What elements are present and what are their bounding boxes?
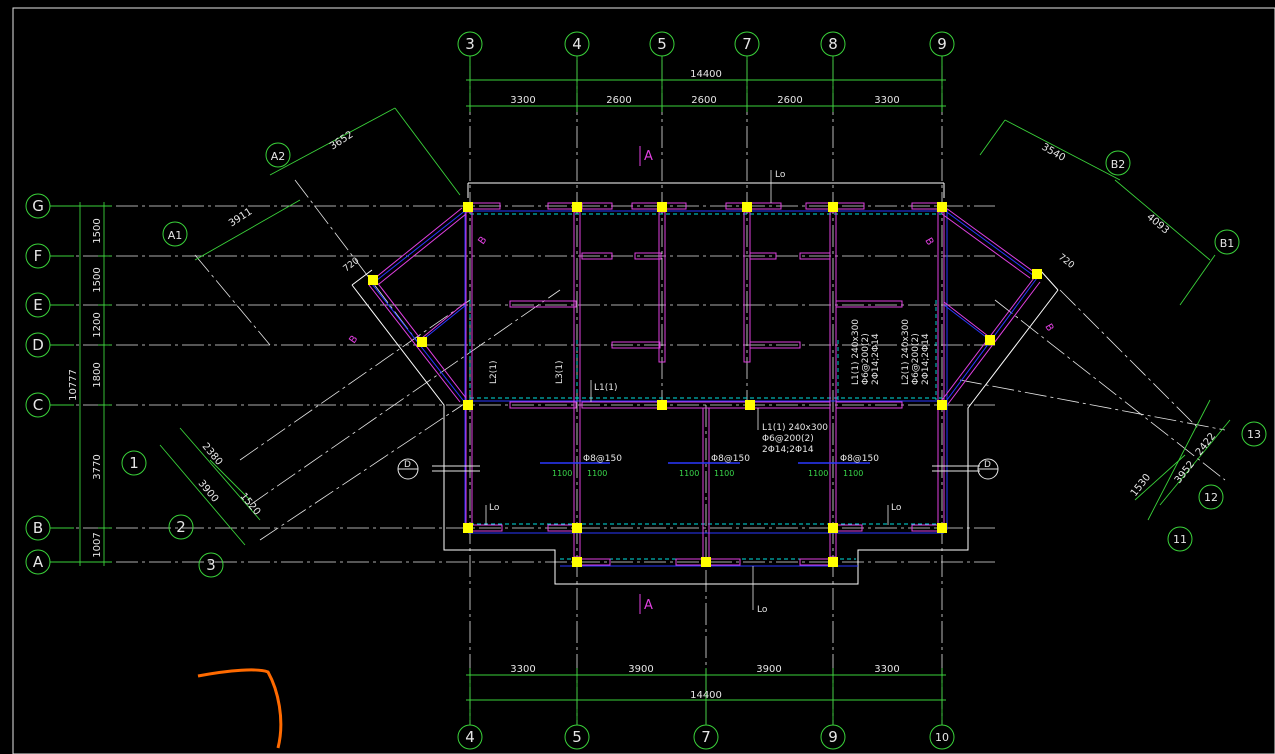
axis-top-4: 4	[572, 35, 582, 53]
grid-bubbles	[25, 31, 1267, 750]
rebar-spec: Φ8@150	[711, 454, 750, 464]
axis-left-F: F	[34, 247, 43, 265]
beam-note-line: Φ6@200(2)	[762, 434, 814, 444]
axis-top-3: 3	[465, 35, 475, 53]
viewport-frame	[12, 7, 1275, 754]
dim-bottom-span: 3300	[874, 664, 899, 675]
beam-note-line: Φ6@200(2)	[911, 333, 921, 385]
axis-bottom-9: 9	[828, 728, 838, 746]
section-mark-left: D	[404, 460, 411, 470]
grid-bubble-connectors	[50, 56, 998, 563]
axis-diag-B2: B2	[1111, 158, 1126, 171]
beam-label-b: B	[922, 236, 935, 248]
section-mark-right: D	[984, 460, 991, 470]
beam-note-line: Φ6@200(2)	[861, 333, 871, 385]
axis-top-8: 8	[828, 35, 838, 53]
dim-bottom-span: 3300	[510, 664, 535, 675]
section-mark-bottom: A	[644, 598, 653, 613]
dim-bottom-total: 14400	[690, 690, 722, 701]
axis-left-B: B	[33, 519, 43, 537]
dim-left-span: 1500	[92, 267, 103, 292]
axis-diag-13: 13	[1247, 428, 1261, 441]
beam-label-b: B	[1042, 322, 1055, 334]
axis-top-5: 5	[657, 35, 667, 53]
dim-diag-left: 1520	[238, 491, 263, 518]
dim-diag-left: 3911	[227, 206, 254, 229]
beam-label-l2: L2(1)	[489, 361, 499, 385]
columns	[368, 202, 1042, 567]
axis-diag-A1: A1	[168, 229, 183, 242]
axis-bottom-5: 5	[572, 728, 582, 746]
axis-diag-A2: A2	[271, 150, 286, 163]
axis-bottom-4: 4	[465, 728, 475, 746]
slab-outline	[351, 182, 1059, 585]
rebar-length: 1100	[843, 469, 863, 478]
dim-diag-left: 3652	[328, 129, 355, 152]
beam-label-b: B	[347, 334, 360, 346]
dim-bottom-span: 3900	[756, 664, 781, 675]
axis-left-D: D	[32, 336, 44, 354]
axis-bottom-7: 7	[701, 728, 711, 746]
dim-left-span: 1007	[92, 532, 103, 557]
dim-left-span: 3770	[92, 454, 103, 479]
rebar-length: 1100	[587, 469, 607, 478]
leader-lines	[485, 170, 889, 610]
dim-left-span: 1200	[92, 312, 103, 337]
rebar-length: 1100	[552, 469, 572, 478]
beam-note-line: L2(1) 240x300	[901, 319, 911, 385]
sketch-stroke[interactable]	[197, 668, 283, 749]
beam-label-b: B	[476, 235, 489, 247]
beam-note-line: 2Φ14;2Φ14	[871, 333, 881, 385]
rebar-spec: Φ8@150	[583, 454, 622, 464]
axis-diag-1: 1	[129, 454, 139, 472]
center-lines	[50, 60, 1226, 725]
axis-diag-11: 11	[1173, 533, 1187, 546]
axis-bottom-10: 10	[935, 731, 949, 744]
dim-top-span: 2600	[691, 95, 716, 106]
dim-top-span: 2600	[777, 95, 802, 106]
axis-diag-12: 12	[1204, 491, 1218, 504]
dim-bottom-span: 3900	[628, 664, 653, 675]
axis-left-A: A	[33, 553, 44, 571]
lo-label: Lo	[891, 503, 902, 513]
axis-left-G: G	[32, 197, 44, 215]
lo-label: Lo	[775, 170, 786, 180]
axis-top-9: 9	[937, 35, 947, 53]
dim-top-span: 3300	[510, 95, 535, 106]
rebar-spec: Φ8@150	[840, 454, 879, 464]
dim-diag-right: 2422	[1194, 431, 1218, 458]
rebar-length: 1100	[679, 469, 699, 478]
rebar-length: 1100	[808, 469, 828, 478]
axis-diag-3: 3	[206, 556, 216, 574]
dim-top-span: 3300	[874, 95, 899, 106]
beam-label-l3: L3(1)	[555, 361, 565, 385]
lo-label: Lo	[757, 605, 768, 615]
beam-note-line: L1(1) 240x300	[851, 319, 861, 385]
rebar-spec-bars	[432, 462, 980, 472]
axis-left-C: C	[33, 396, 43, 414]
section-mark-top: A	[644, 149, 653, 164]
axis-diag-2: 2	[176, 518, 186, 536]
dim-left-span: 1800	[92, 362, 103, 387]
dim-offset: 720	[1056, 252, 1076, 271]
rebar-length: 1100	[714, 469, 734, 478]
beam-label-l1: L1(1)	[594, 383, 618, 393]
dim-offset: 720	[342, 256, 362, 275]
dim-left-span: 1500	[92, 218, 103, 243]
beam-note-line: 2Φ14;2Φ14	[762, 445, 814, 455]
dim-top-total: 14400	[690, 69, 722, 80]
beam-note-line: L1(1) 240x300	[762, 423, 828, 433]
lo-label: Lo	[489, 503, 500, 513]
dim-top-span: 2600	[606, 95, 631, 106]
axis-top-7: 7	[742, 35, 752, 53]
beam-note-line: 2Φ14;2Φ14	[921, 333, 931, 385]
axis-diag-B1: B1	[1220, 237, 1235, 250]
dim-left-total: 10777	[68, 369, 79, 401]
dimension-lines	[74, 56, 1231, 725]
axis-left-E: E	[33, 296, 42, 314]
